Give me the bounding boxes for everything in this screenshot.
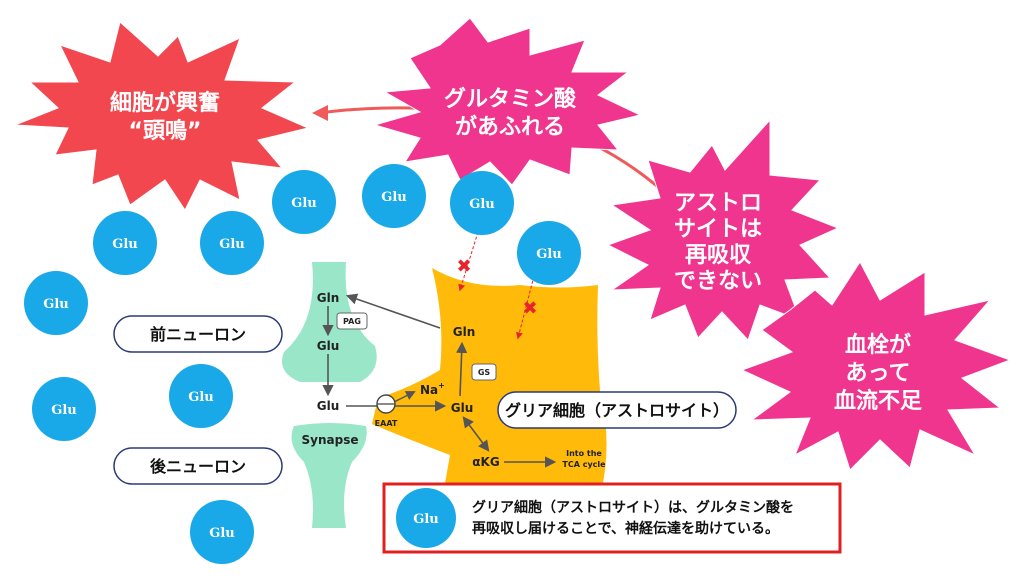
glu-low-label: Glu [317, 399, 340, 413]
synapse-label: Synapse [302, 433, 359, 447]
svg-text:Glu: Glu [209, 526, 235, 541]
pre-neuron-terminal [282, 262, 377, 382]
cross-icon-2: ✖ [522, 298, 537, 319]
burst-astro-fail-line-4: できない [674, 269, 762, 294]
glu-bubble: Glu [200, 211, 264, 275]
burst-thrombus-line-2: あって [846, 361, 911, 386]
na-label: Na+ [420, 381, 445, 397]
svg-text:Glu: Glu [381, 190, 407, 205]
burst-astro-fail-line-3: 再吸収 [685, 243, 752, 268]
burst-overflow-line-2: があふれる [455, 114, 565, 140]
glu-bubble: Glu [93, 211, 157, 275]
gs-box [471, 363, 497, 381]
burst-excitation-line-1: 細胞が興奮 [110, 90, 220, 116]
post-neuron-pill [113, 447, 283, 485]
note-box: Glu グリア細胞（アストロサイト）は、グルタミン酸を 再吸収し届けることで、神… [382, 482, 842, 554]
pre-neuron-label: 前ニューロン [150, 325, 246, 344]
pag-box [336, 312, 368, 330]
tca-label-line-2: TCA cycle [562, 460, 606, 469]
burst-astro-fail-shape [606, 118, 840, 341]
glu-bubble: Glu [24, 271, 88, 335]
glia-pill [497, 391, 737, 429]
blocked-arrow-2 [516, 275, 535, 340]
glu-bubble: Glu [190, 500, 254, 564]
pag-label: PAG [343, 317, 361, 326]
eaat-label: EAAT [375, 419, 398, 428]
burst-astro-fail: アストロ サイトは 再吸収 できない [606, 118, 840, 341]
na-text: Na [420, 383, 438, 397]
svg-text:Glu: Glu [188, 390, 214, 405]
burst-overflow-shape [373, 17, 642, 186]
note-glu-label: Glu [413, 512, 439, 527]
note-box-border [382, 482, 842, 554]
cross-icon-1: ✖ [456, 256, 471, 277]
burst-astro-fail-line-1: アストロ [674, 191, 762, 216]
post-neuron-label: 後ニューロン [150, 457, 246, 476]
akg-label: αKG [472, 455, 499, 469]
burst-thrombus-shape [740, 261, 1012, 471]
burst-excitation-line-2: “頭鳴” [129, 119, 202, 144]
na-superscript: + [438, 381, 445, 390]
glu-bubble: Glu [362, 164, 426, 228]
glia-label: グリア細胞（アストロサイト） [505, 401, 729, 420]
gln-astro-label: Gln [453, 325, 476, 339]
gln-left-label: Gln [317, 291, 340, 305]
burst-thrombus-line-3: 血流不足 [834, 388, 922, 414]
tca-label-line-1: Into the [566, 449, 602, 458]
burst-thrombus-line-1: 血栓が [845, 332, 911, 358]
note-line-1: グリア細胞（アストロサイト）は、グルタミン酸を [472, 499, 794, 516]
svg-text:Glu: Glu [219, 237, 245, 252]
burst-astro-fail-line-2: サイトは [674, 217, 762, 242]
note-glu-bubble [396, 488, 456, 548]
burst-excitation: 細胞が興奮 “頭鳴” [14, 21, 310, 211]
astrocyte-body [372, 268, 607, 515]
arrow-glu-akg [462, 416, 490, 452]
glu-bubble: Glu [517, 221, 581, 285]
glu-mid-label: Glu [317, 339, 340, 353]
glu-bubble: Glu [450, 171, 514, 235]
arrow-gln-to-gln [345, 293, 441, 329]
arrow-glu-to-gln-astro [456, 341, 468, 397]
svg-text:Glu: Glu [291, 196, 317, 211]
post-neuron-terminal [291, 423, 367, 528]
svg-text:Glu: Glu [43, 297, 69, 312]
svg-text:Glu: Glu [112, 237, 138, 252]
burst-excitation-shape [14, 21, 310, 211]
curve-arrowhead [312, 105, 328, 121]
note-line-2: 再吸収し届けることで、神経伝達を助けている。 [472, 520, 779, 537]
svg-text:Glu: Glu [469, 197, 495, 212]
glu-bubble: Glu [169, 364, 233, 428]
svg-text:Glu: Glu [536, 247, 562, 262]
gs-label: GS [478, 368, 491, 377]
glu-bubble: Glu [272, 170, 336, 234]
svg-text:Glu: Glu [51, 403, 77, 418]
glu-astro-label: Glu [451, 401, 474, 415]
glu-bubble: Glu [32, 377, 96, 441]
burst-overflow-line-1: グルタミン酸 [444, 86, 577, 112]
pre-neuron-pill [113, 315, 283, 353]
burst-overflow: グルタミン酸 があふれる [373, 17, 642, 186]
blocked-arrow-1 [458, 231, 479, 292]
burst-thrombus: 血栓が あって 血流不足 [740, 261, 1012, 471]
